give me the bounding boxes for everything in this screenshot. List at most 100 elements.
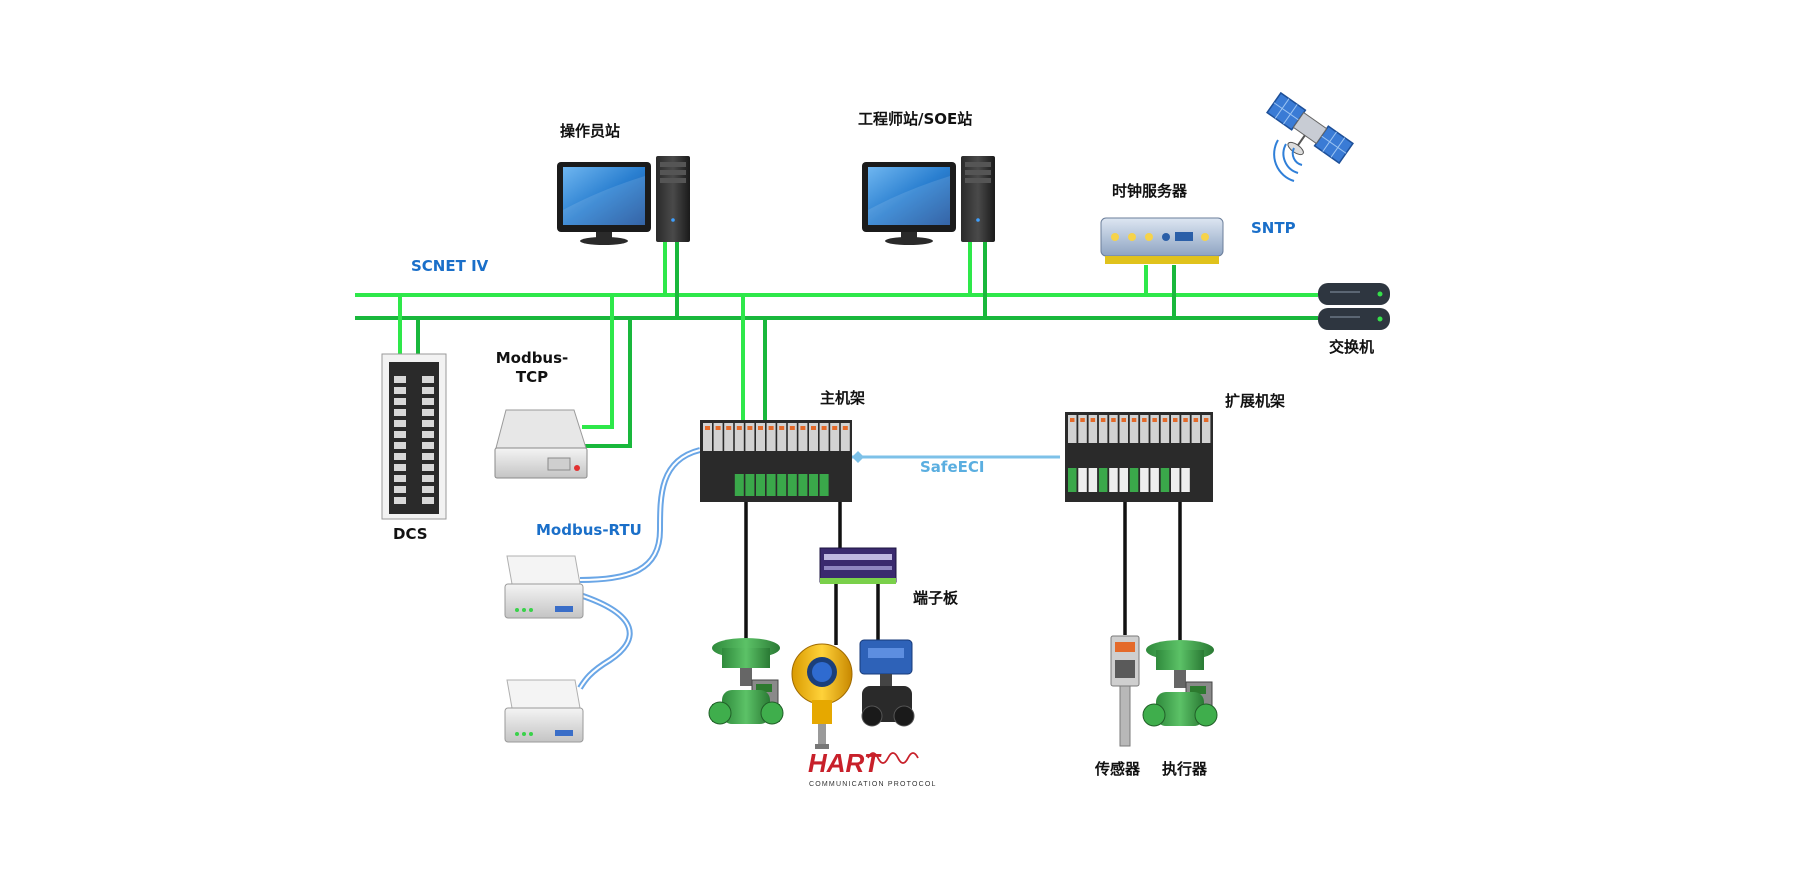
dcs-io-slot — [394, 431, 406, 438]
rack-module — [724, 423, 734, 451]
rack-module-led — [726, 426, 732, 430]
dcs-io-slot — [422, 442, 434, 449]
dcs-io-slot — [394, 442, 406, 449]
rack-module — [1078, 415, 1087, 443]
rack-terminal — [1078, 468, 1087, 492]
expansion-rack[interactable] — [1065, 412, 1213, 502]
control-valve-1[interactable] — [708, 638, 784, 725]
rack-module — [1088, 415, 1098, 443]
rack-terminal — [787, 474, 797, 496]
rack-module — [787, 423, 797, 451]
modbus-tcp-server-device[interactable] — [494, 409, 588, 479]
rack-terminal — [756, 474, 765, 496]
dcs-io-slot — [422, 431, 434, 438]
scnet-network-lines — [355, 242, 1318, 448]
field-wires — [744, 502, 1182, 645]
rack-module — [809, 423, 818, 451]
dcs-io-slot — [422, 486, 434, 493]
scnet-label: SCNET IV — [411, 257, 489, 275]
rack-terminal — [1171, 468, 1180, 492]
rack-terminal — [1119, 468, 1128, 492]
rack-module — [777, 423, 787, 451]
svg-text:COMMUNICATION PROTOCOL: COMMUNICATION PROTOCOL — [809, 781, 937, 788]
dcs-io-slot — [422, 398, 434, 405]
rack-module-led — [705, 426, 710, 430]
rack-terminal — [1181, 468, 1190, 492]
electric-ball-valve[interactable] — [859, 639, 915, 727]
rack-module-led — [1162, 418, 1168, 422]
rack-module-led — [736, 426, 742, 430]
rack-module — [1191, 415, 1201, 443]
rack-module — [1098, 415, 1108, 443]
dcs-io-slot — [394, 475, 406, 482]
rack-module-led — [1111, 418, 1116, 422]
rack-module — [840, 423, 850, 451]
svg-text:HART: HART — [808, 748, 882, 778]
rack-terminal — [1109, 468, 1118, 492]
rack-terminal — [1150, 468, 1159, 492]
rack-module-led — [821, 426, 827, 430]
dcs-io-slot — [394, 376, 406, 383]
rack-module — [1171, 415, 1180, 443]
rack-module-led — [715, 426, 721, 430]
rack-module — [703, 423, 712, 451]
actuator-label: 执行器 — [1162, 760, 1208, 778]
actuator-valve[interactable] — [1142, 640, 1218, 727]
dcs-io-slot — [394, 497, 406, 504]
expansion-rack-label: 扩展机架 — [1225, 392, 1286, 410]
rack-module-led — [832, 426, 838, 430]
clock-server-device[interactable] — [1100, 217, 1224, 264]
rack-terminal — [734, 474, 744, 496]
signal-waves-icon — [1273, 139, 1303, 182]
rack-terminal — [1088, 468, 1098, 492]
dcs-cabinet[interactable] — [381, 353, 447, 520]
rack-module — [798, 423, 808, 451]
main-rack[interactable] — [700, 420, 852, 502]
modbus-tcp-label-line1: Modbus- — [495, 349, 569, 367]
modbus-rtu-device-2[interactable] — [504, 679, 584, 743]
rack-module-led — [1183, 418, 1188, 422]
rack-module — [734, 423, 744, 451]
dcs-io-slot — [394, 420, 406, 427]
dcs-io-slot — [422, 409, 434, 416]
rack-terminal — [766, 474, 776, 496]
dcs-io-slot — [422, 420, 434, 427]
dcs-io-slot — [394, 398, 406, 405]
rack-module-led — [1203, 418, 1209, 422]
dcs-io-slot — [394, 387, 406, 394]
dcs-io-slot — [422, 497, 434, 504]
operator-station-computer[interactable] — [557, 156, 690, 245]
modbus-tcp-label: Modbus- TCP — [492, 349, 572, 387]
switch-label: 交换机 — [1329, 338, 1375, 356]
rack-module-led — [800, 426, 806, 430]
rack-module — [1160, 415, 1170, 443]
rack-module-led — [1080, 418, 1085, 422]
rack-terminal — [1098, 468, 1108, 492]
pressure-transmitter[interactable] — [791, 643, 853, 749]
rack-terminal — [819, 474, 829, 496]
dcs-io-slot — [394, 464, 406, 471]
rack-terminal — [745, 474, 755, 496]
rack-module — [1181, 415, 1190, 443]
rack-module-led — [842, 426, 848, 430]
rack-terminal — [777, 474, 787, 496]
rack-module — [1129, 415, 1139, 443]
rack-module — [1109, 415, 1118, 443]
dcs-io-slot — [394, 409, 406, 416]
rack-module-led — [1100, 418, 1106, 422]
safeeci-link — [852, 451, 1060, 463]
rack-module — [1068, 415, 1077, 443]
dcs-io-slot — [394, 453, 406, 460]
main-rack-label: 主机架 — [820, 389, 866, 407]
sensor-device[interactable] — [1110, 635, 1140, 747]
rack-module — [713, 423, 723, 451]
modbus-rtu-device-1[interactable] — [504, 555, 584, 619]
sntp-label: SNTP — [1251, 219, 1296, 237]
engineer-station-label: 工程师站/SOE站 — [858, 110, 973, 128]
rack-module — [745, 423, 755, 451]
dcs-label: DCS — [393, 525, 428, 543]
terminal-board-device[interactable] — [819, 547, 897, 584]
network-switch-device[interactable] — [1318, 283, 1390, 330]
engineer-station-computer[interactable] — [862, 156, 995, 245]
